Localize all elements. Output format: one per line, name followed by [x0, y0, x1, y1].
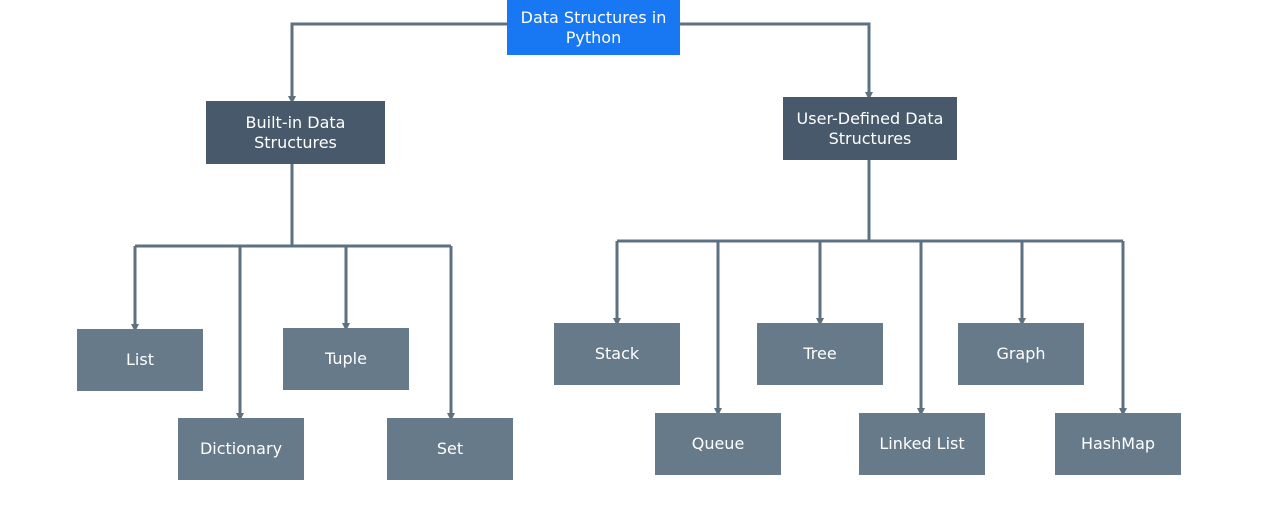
leaf-tuple-label: Tuple [325, 349, 367, 368]
leaf-hashmap-label: HashMap [1080, 434, 1156, 453]
leaf-queue: Queue [655, 413, 781, 475]
leaf-hashmap: HashMap [1055, 413, 1181, 475]
leaf-graph-label: Graph [996, 344, 1046, 363]
leaf-linked-list-label: Linked List [879, 434, 965, 453]
leaf-tree: Tree [757, 323, 883, 385]
category-user-defined: User-Defined Data Structures [783, 97, 957, 160]
leaf-set-label: Set [436, 439, 464, 458]
connector-root-builtin [288, 22, 507, 104]
category-built-in-label: Built-in Data Structures [245, 112, 346, 152]
leaf-list-label: List [126, 350, 154, 369]
leaf-dictionary-label: Dictionary [199, 439, 283, 458]
root-node-label: Data Structures in Python [520, 7, 667, 47]
leaf-list: List [77, 329, 203, 391]
root-node: Data Structures in Python [507, 0, 680, 55]
leaf-dictionary: Dictionary [178, 418, 304, 480]
leaf-linked-list: Linked List [859, 413, 985, 475]
leaf-tuple: Tuple [283, 328, 409, 390]
leaf-graph: Graph [958, 323, 1084, 385]
leaf-stack-label: Stack [594, 344, 640, 363]
leaf-stack: Stack [554, 323, 680, 385]
leaf-queue-label: Queue [691, 434, 745, 453]
leaf-tree-label: Tree [803, 344, 837, 363]
category-user-defined-label: User-Defined Data Structures [796, 108, 944, 148]
leaf-set: Set [387, 418, 513, 480]
connector-root-userdefined [680, 22, 873, 100]
category-built-in: Built-in Data Structures [206, 101, 385, 164]
